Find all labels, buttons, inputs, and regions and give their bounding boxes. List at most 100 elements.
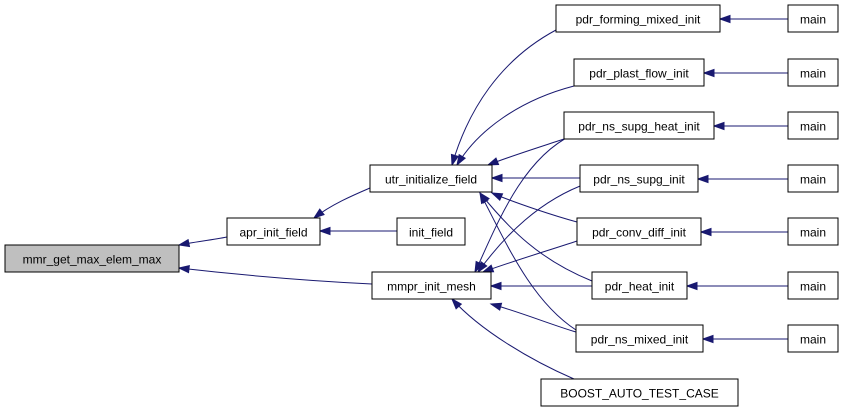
node-box	[591, 271, 688, 300]
arrowhead-icon	[486, 157, 500, 166]
node-pdr-conv-diff-init[interactable]: pdr_conv_diff_init	[576, 217, 702, 246]
node-box	[555, 4, 721, 33]
node-main-6[interactable]: main	[787, 271, 839, 300]
node-utr-initialize-field[interactable]: utr_initialize_field	[369, 164, 493, 193]
node-label: apr_init_field	[239, 226, 307, 240]
edge-pdr_ns_supg_heat_init-to-mmpr_init_mesh	[474, 134, 573, 274]
node-label: pdr_ns_supg_init	[593, 173, 685, 187]
node-mmpr-init-mesh[interactable]: mmpr_init_mesh	[371, 271, 492, 300]
edge-pdr_ns_mixed_init-to-utr_initialize_field	[479, 191, 577, 331]
arrowhead-icon	[177, 238, 191, 248]
edges-layer	[177, 14, 789, 380]
node-box	[787, 324, 839, 353]
node-boost-auto-test-case[interactable]: BOOST_AUTO_TEST_CASE	[540, 378, 739, 407]
arrowhead-icon	[685, 281, 698, 291]
node-box	[787, 111, 839, 140]
node-label: BOOST_AUTO_TEST_CASE	[560, 387, 719, 401]
node-pdr-ns-supg-heat-init[interactable]: pdr_ns_supg_heat_init	[563, 111, 715, 140]
node-pdr-ns-mixed-init[interactable]: pdr_ns_mixed_init	[575, 324, 704, 353]
edge-line	[456, 85, 575, 166]
node-box	[540, 378, 739, 407]
node-pdr-heat-init[interactable]: pdr_heat_init	[591, 271, 688, 300]
node-main-1[interactable]: main	[787, 4, 839, 33]
arrowhead-icon	[318, 226, 331, 236]
arrowhead-icon	[479, 191, 489, 205]
node-label: mmpr_init_mesh	[387, 280, 476, 294]
node-pdr-forming-mixed-init[interactable]: pdr_forming_mixed_init	[555, 4, 721, 33]
node-label: main	[800, 173, 826, 187]
edge-pdr_heat_init-to-mmpr_init_mesh	[489, 281, 593, 291]
arrowhead-icon	[450, 297, 463, 310]
node-mmr-get-max-elem-max: mmr_get_max_elem_max	[4, 244, 180, 273]
arrowhead-icon	[699, 227, 712, 237]
nodes-layer: mmr_get_max_elem_max apr_init_field mmpr_i…	[4, 4, 839, 407]
node-box	[575, 324, 704, 353]
node-main-5[interactable]: main	[787, 217, 839, 246]
node-box	[579, 164, 699, 193]
node-init-field[interactable]: init_field	[396, 217, 466, 246]
edge-main_3-to-pdr_ns_supg_heat_init	[712, 121, 788, 131]
edge-main_7-to-pdr_ns_mixed_init	[701, 334, 788, 344]
node-label: main	[800, 67, 826, 81]
arrowhead-icon	[718, 14, 731, 24]
node-apr-init-field[interactable]: apr_init_field	[226, 217, 321, 246]
edge-line	[491, 192, 578, 223]
edge-line	[474, 134, 573, 273]
edge-main_6-to-pdr_heat_init	[685, 281, 789, 291]
edge-pdr_plast_flow_init-to-utr_initialize_field	[456, 85, 575, 167]
edge-line	[477, 182, 589, 273]
node-pdr-plast-flow-init[interactable]: pdr_plast_flow_init	[573, 58, 705, 87]
node-main-7[interactable]: main	[787, 324, 839, 353]
node-label: main	[800, 120, 826, 134]
edge-mmpr_init_mesh-to-mmr_get_max_elem_max	[177, 265, 373, 285]
arrowhead-icon	[490, 192, 504, 202]
edge-main_2-to-pdr_plast_flow_init	[702, 68, 788, 78]
node-main-3[interactable]: main	[787, 111, 839, 140]
arrowhead-icon	[450, 153, 459, 167]
node-label: utr_initialize_field	[385, 173, 477, 187]
edge-pdr_heat_init-to-utr_initialize_field	[479, 191, 593, 282]
edge-pdr_ns_mixed_init-to-mmpr_init_mesh	[489, 302, 577, 333]
arrowhead-icon	[489, 281, 502, 291]
node-box	[787, 4, 839, 33]
edge-main_5-to-pdr_conv_diff_init	[699, 227, 789, 237]
node-label: main	[800, 226, 826, 240]
arrowhead-icon	[702, 68, 715, 78]
node-box	[576, 217, 702, 246]
node-box	[563, 111, 715, 140]
arrowhead-icon	[701, 334, 714, 344]
edge-pdr_ns_supg_init-to-mmpr_init_mesh	[477, 182, 589, 274]
edge-line	[487, 138, 565, 166]
node-pdr-ns-supg-init[interactable]: pdr_ns_supg_init	[579, 164, 699, 193]
edge-pdr_conv_diff_init-to-utr_initialize_field	[490, 192, 578, 223]
arrowhead-icon	[490, 173, 503, 183]
arrowhead-icon	[696, 174, 709, 184]
node-main-4[interactable]: main	[787, 164, 839, 193]
arrowhead-icon	[489, 302, 503, 311]
node-box	[787, 58, 839, 87]
node-box	[4, 244, 180, 273]
node-label: mmr_get_max_elem_max	[23, 253, 162, 267]
edge-pdr_ns_supg_init-to-utr_initialize_field	[490, 173, 580, 183]
edge-utr_initialize_field-to-apr_init_field	[312, 187, 371, 219]
edge-line	[490, 303, 577, 333]
node-label: pdr_ns_supg_heat_init	[578, 120, 700, 134]
edge-line	[451, 29, 557, 166]
node-box	[396, 217, 466, 246]
edge-line	[178, 267, 373, 285]
node-box	[369, 164, 493, 193]
edge-apr_init_field-to-mmr_get_max_elem_max	[177, 236, 228, 248]
node-label: pdr_plast_flow_init	[589, 67, 689, 81]
arrowhead-icon	[712, 121, 725, 131]
node-box	[787, 271, 839, 300]
edge-pdr_ns_supg_heat_init-to-utr_initialize_field	[486, 138, 565, 166]
node-label: pdr_forming_mixed_init	[576, 13, 701, 27]
node-main-2[interactable]: main	[787, 58, 839, 87]
node-label: pdr_heat_init	[605, 280, 675, 294]
edge-init_field-to-apr_init_field	[318, 226, 397, 236]
edge-main_1-to-pdr_forming_mixed_init	[718, 14, 788, 24]
edge-line	[479, 192, 577, 331]
edge-line	[451, 298, 575, 380]
node-label: init_field	[409, 226, 453, 240]
